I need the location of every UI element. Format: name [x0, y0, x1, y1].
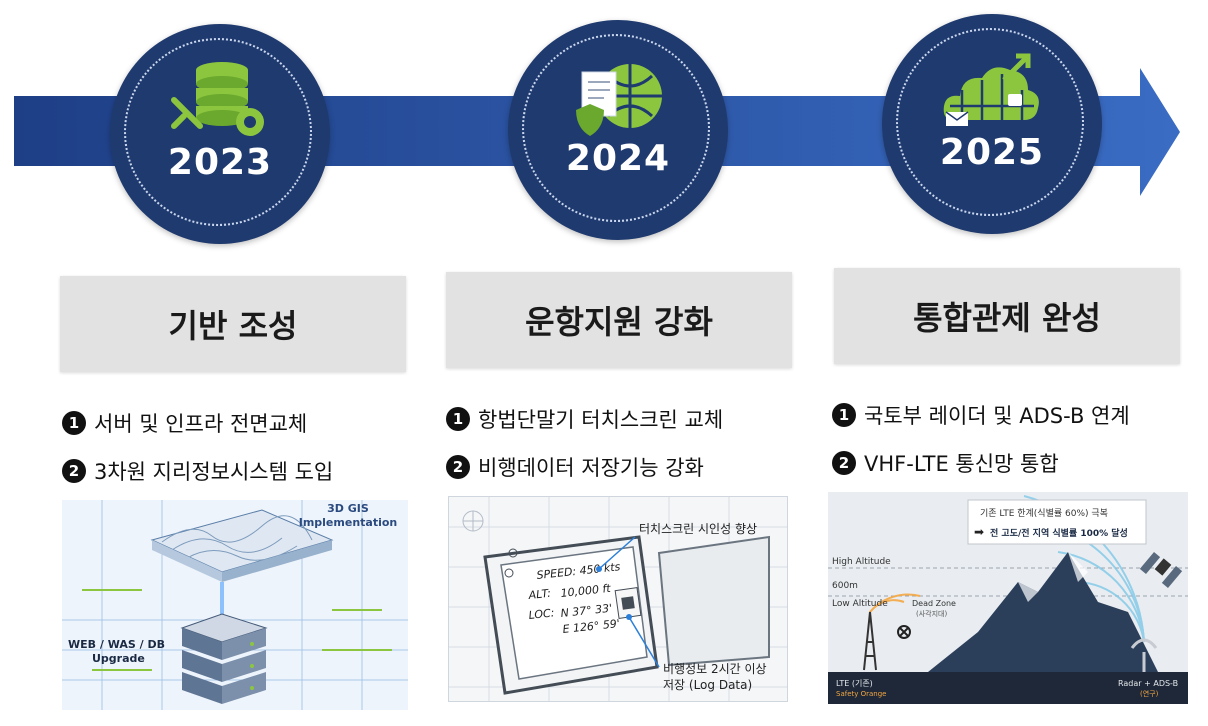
- stage-title-box-1: 기반 조성: [60, 276, 406, 372]
- bullet-text: VHF-LTE 통신망 통합: [864, 452, 1059, 476]
- stage-bullet: 2 비행데이터 저장기능 강화: [446, 452, 704, 482]
- radar-illustration-drawing: 기존 LTE 한계(식별률 60%) 극복 ➡ 전 고도/전 지역 식별률 10…: [828, 495, 1188, 704]
- milestone-circle-2023: 2023: [110, 24, 330, 244]
- stage-bullet: 2 VHF-LTE 통신망 통합: [832, 448, 1059, 478]
- gis-label-top-2: Implementation: [299, 516, 398, 529]
- label-low-altitude: Low Altitude: [832, 599, 888, 609]
- database-gear-icon: [171, 62, 264, 136]
- bullet-text: 국토부 레이더 및 ADS-B 연계: [864, 404, 1130, 428]
- radar-note-2: 전 고도/전 지역 식별률 100% 달성: [990, 527, 1128, 539]
- milestone-circle-2024: 2024: [508, 20, 728, 240]
- year-label: 2025: [939, 132, 1045, 173]
- tablet-alt-value: 10,000 ft: [560, 582, 612, 600]
- label-lte-sub: Safety Orange: [836, 690, 886, 698]
- bullet-number-badge: 2: [62, 459, 86, 483]
- label-600m: 600m: [832, 581, 858, 591]
- gis-label-left: WEB / WAS / DB: [68, 638, 165, 651]
- tablet-alt-label: ALT:: [527, 587, 552, 602]
- tablet-loc-e: E 126° 59': [562, 617, 621, 636]
- stage-bullet: 1 국토부 레이더 및 ADS-B 연계: [832, 400, 1130, 430]
- label-lte: LTE (기존): [836, 679, 873, 688]
- year-label: 2023: [167, 142, 273, 183]
- gis-illustration: 3D GIS Implementation WEB / WAS / DB Upg…: [62, 500, 408, 710]
- label-high-altitude: High Altitude: [832, 557, 891, 567]
- bullet-text: 비행데이터 저장기능 강화: [478, 456, 704, 480]
- gis-illustration-drawing: 3D GIS Implementation WEB / WAS / DB Upg…: [62, 500, 408, 710]
- tablet-loc-n: N 37° 33': [560, 602, 613, 620]
- tablet-loc-label: LOC:: [528, 606, 555, 622]
- bullet-text: 항법단말기 터치스크린 교체: [478, 408, 724, 432]
- stage-title-box-2: 운항지원 강화: [446, 272, 792, 368]
- stage-bullet: 1 항법단말기 터치스크린 교체: [446, 404, 723, 434]
- bullet-number-badge: 2: [832, 451, 856, 475]
- radar-note-1: 기존 LTE 한계(식별률 60%) 극복: [980, 507, 1108, 519]
- tablet-illustration: SPEED: 450 kts ALT: 10,000 ft LOC: N 37°…: [448, 496, 788, 702]
- dotted-ring: [124, 38, 312, 226]
- label-dead-zone: Dead Zone: [912, 599, 956, 608]
- radar-illustration: 기존 LTE 한계(식별률 60%) 극복 ➡ 전 고도/전 지역 식별률 10…: [828, 492, 1188, 704]
- stage-title: 통합관제 완성: [913, 299, 1101, 337]
- stage-bullet: 2 3차원 지리정보시스템 도입: [62, 456, 333, 486]
- label-radar: Radar + ADS-B: [1118, 679, 1178, 688]
- dotted-ring: [896, 28, 1084, 216]
- bullet-number-badge: 1: [62, 411, 86, 435]
- stage-title: 운항지원 강화: [525, 303, 713, 341]
- gis-label-top: 3D GIS: [327, 502, 369, 515]
- stage-title: 기반 조성: [168, 307, 298, 345]
- tablet-illustration-drawing: SPEED: 450 kts ALT: 10,000 ft LOC: N 37°…: [449, 497, 787, 701]
- label-dead-zone-sub: (사각지대): [916, 609, 947, 618]
- label-radar-sub: (연구): [1140, 690, 1159, 698]
- gis-label-left-2: Upgrade: [92, 652, 145, 665]
- cloud-network-icon: [943, 53, 1039, 126]
- year-label: 2024: [565, 138, 671, 179]
- arrow-right-icon: ➡: [974, 525, 984, 539]
- callout-log-1: 비행정보 2시간 이상: [663, 661, 767, 676]
- milestone-circle-2025: 2025: [882, 14, 1102, 234]
- bullet-text: 서버 및 인프라 전면교체: [94, 412, 308, 436]
- dotted-ring: [522, 34, 710, 222]
- bullet-number-badge: 1: [832, 403, 856, 427]
- bullet-text: 3차원 지리정보시스템 도입: [94, 460, 334, 484]
- document-globe-shield-icon: [576, 64, 662, 136]
- stage-title-box-3: 통합관제 완성: [834, 268, 1180, 364]
- callout-log-2: 저장 (Log Data): [663, 678, 752, 692]
- callout-touchscreen: 터치스크린 시인성 향상: [639, 522, 757, 536]
- bullet-number-badge: 2: [446, 455, 470, 479]
- bullet-number-badge: 1: [446, 407, 470, 431]
- stage-bullet: 1 서버 및 인프라 전면교체: [62, 408, 307, 438]
